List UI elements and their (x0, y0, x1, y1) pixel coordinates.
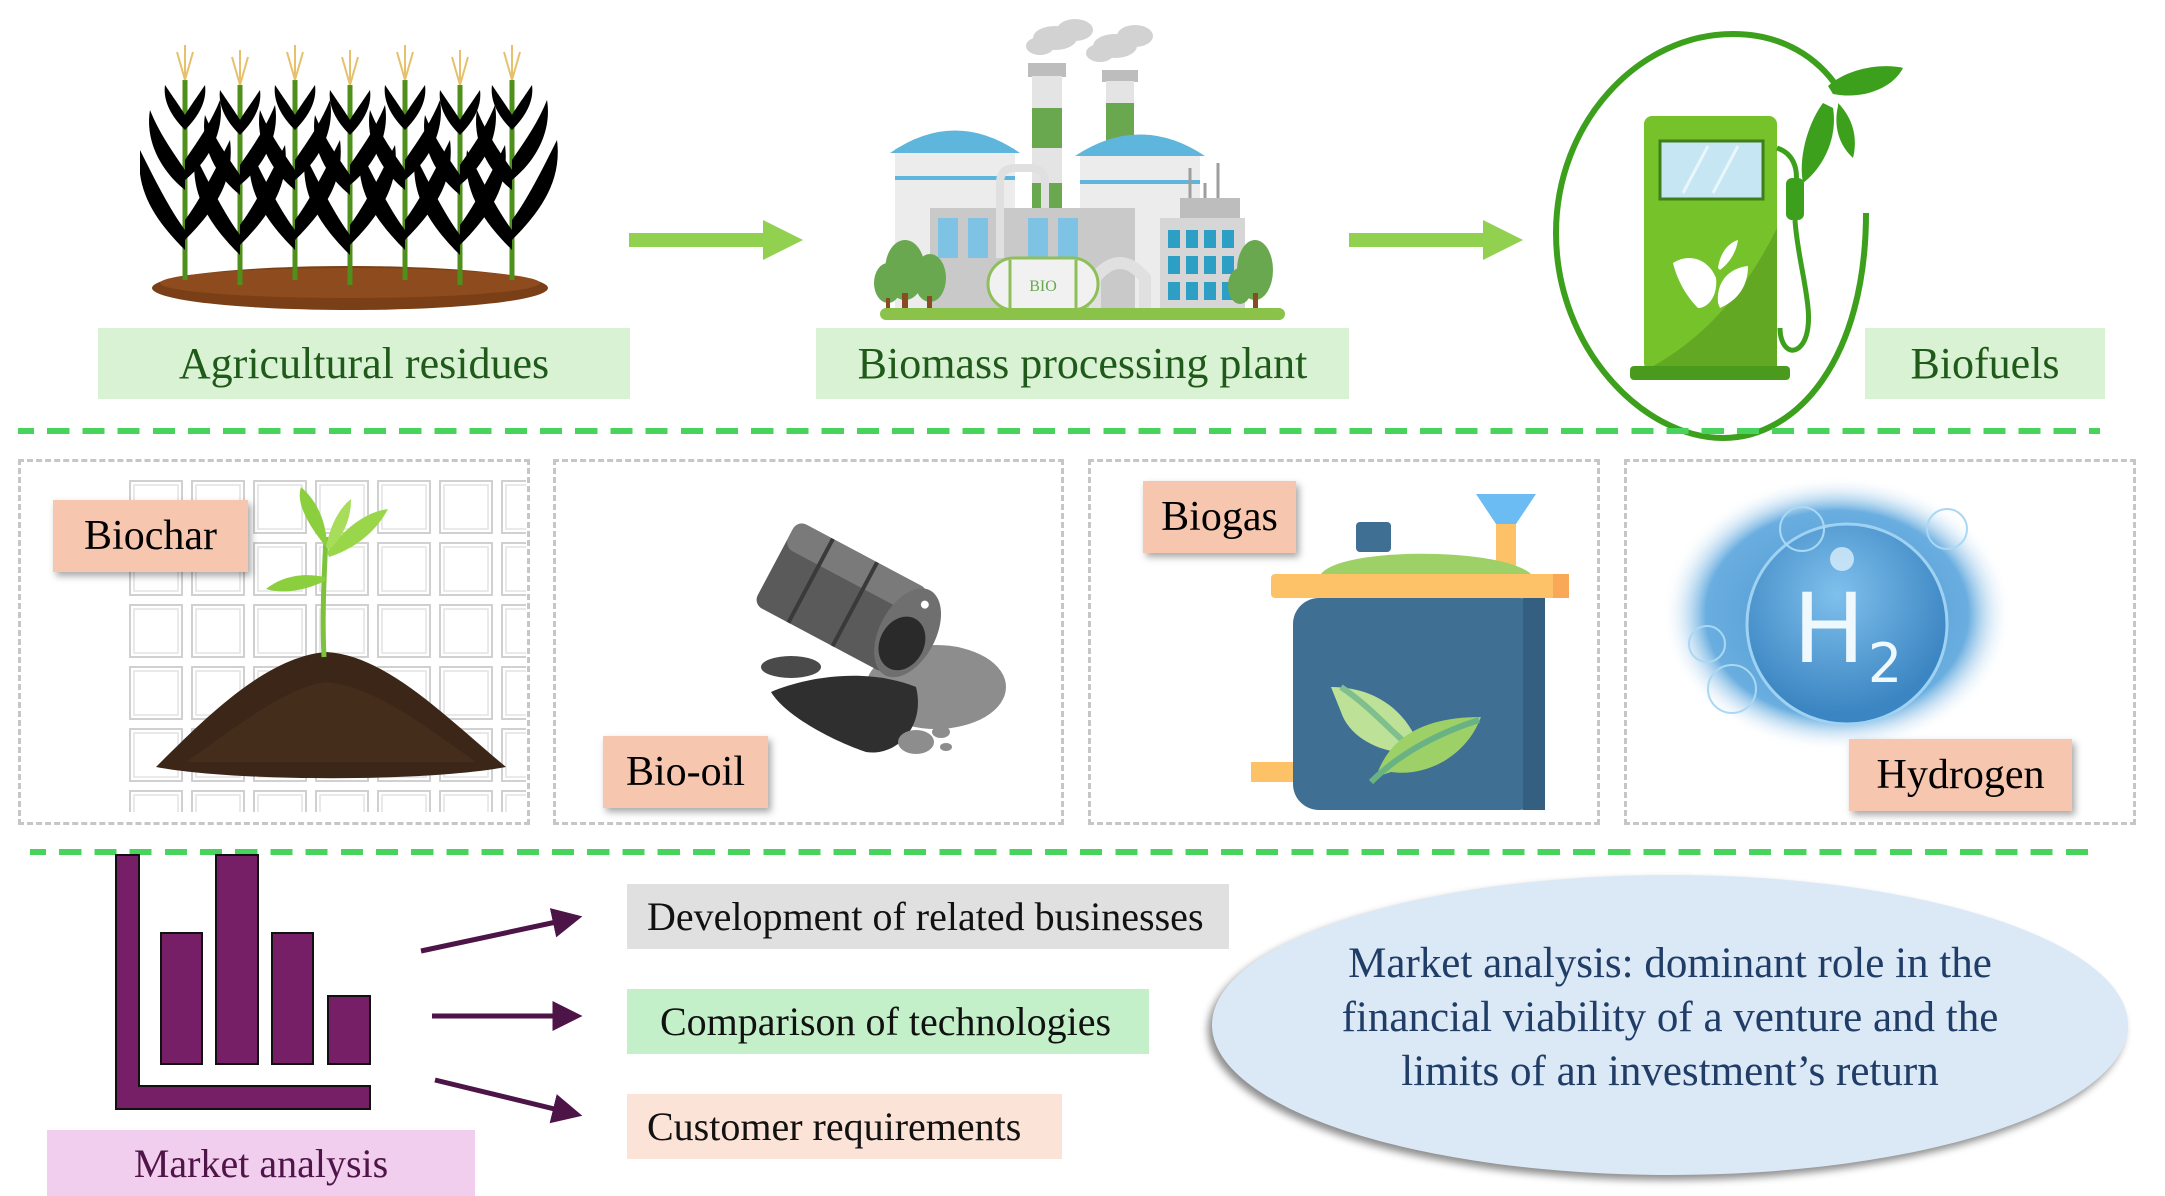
product-label-biogas: Biogas (1143, 481, 1296, 553)
market-analysis-label: Market analysis (47, 1130, 475, 1196)
outcome-comparison-of-technologies: Comparison of technologies (627, 989, 1149, 1054)
h2-symbol: H (1793, 573, 1865, 685)
market-arrows (420, 908, 583, 1124)
tank-label: BIO (1029, 278, 1057, 295)
outcome-development-of-related-businesses: Development of related businesses (627, 884, 1229, 949)
product-panel-hydrogen: H 2 Hydrogen (1624, 459, 2136, 825)
bar-chart-icon (115, 854, 371, 1110)
flow-arrow-1 (629, 220, 803, 260)
product-panel-biogas: Biogas (1088, 459, 1600, 825)
section-separator-1 (18, 428, 2100, 434)
corn-field-icon (140, 40, 560, 310)
stage-label-agricultural-residues: Agricultural residues (98, 328, 630, 399)
arrow-to-development (420, 908, 583, 954)
section-separator-2 (30, 849, 2100, 855)
h2-bubble-icon: H 2 (1662, 476, 2012, 752)
product-panel-biochar: Biochar (18, 459, 530, 825)
market-summary-ellipse: Market analysis: dominant role in the fi… (1212, 875, 2128, 1175)
product-label-biochar: Biochar (53, 500, 248, 572)
chart-icon-bar-4 (327, 995, 371, 1065)
stage-label-biofuels: Biofuels (1865, 328, 2105, 399)
product-panel-bio-oil: Bio-oil (553, 459, 1064, 825)
flow-arrow-2 (1349, 220, 1523, 260)
product-label-hydrogen: Hydrogen (1849, 739, 2072, 811)
chart-icon-bar-1 (160, 932, 203, 1065)
chart-icon-bar-2 (215, 854, 259, 1065)
product-label-bio-oil: Bio-oil (603, 736, 768, 808)
arrow-to-customer (434, 1077, 583, 1124)
h2-subscript: 2 (1868, 632, 1902, 695)
outcome-customer-requirements: Customer requirements (627, 1094, 1062, 1159)
oil-barrel-icon (756, 523, 1006, 754)
stage-label-biomass-processing-plant: Biomass processing plant (816, 328, 1349, 399)
chart-icon-bar-3 (271, 932, 314, 1065)
biogas-digester-icon (1251, 494, 1569, 810)
market-summary-text: Market analysis: dominant role in the fi… (1341, 940, 1999, 1095)
factory-icon: BIO (874, 19, 1285, 320)
fuel-pump-icon (1552, 30, 1903, 442)
